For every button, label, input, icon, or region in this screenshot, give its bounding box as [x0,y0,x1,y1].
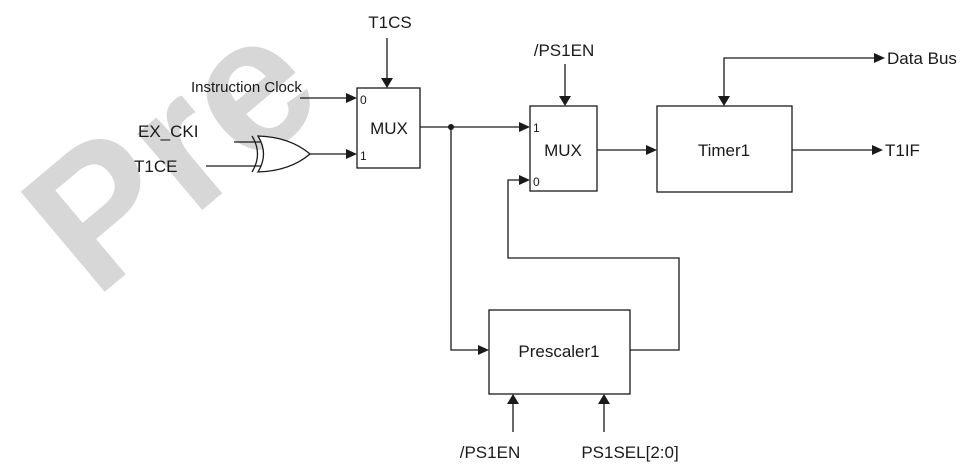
instruction-clock-arrowhead [346,93,357,103]
t1cs-label: T1CS [368,13,411,32]
prescaler-output-arrowhead [519,175,530,185]
data-bus-label: Data Bus [887,49,957,68]
data-bus-down-arrowhead [718,96,730,106]
ps1en-top-arrowhead [559,96,571,106]
t1cs-arrowhead [381,78,393,88]
data-bus-wire [723,57,876,102]
t1ce-label: T1CE [134,157,177,176]
data-bus-right-arrowhead [874,53,885,63]
xor-output-arrowhead [346,149,357,159]
prescaler-input-arrowhead [478,345,489,355]
mux2-label: MUX [544,141,582,160]
t1if-label: T1IF [885,141,920,160]
timer1-label: Timer1 [698,141,750,160]
mux1-pin1-label: 1 [360,149,367,163]
mux1-block: MUX 0 1 [356,87,421,169]
mux2-pin1-label: 1 [533,121,540,135]
ps1sel-arrowhead [598,394,610,404]
mux2-block: MUX 1 0 [529,105,598,192]
prescaler-input-wire [450,127,480,351]
ps1en-bottom-arrowhead [507,394,519,404]
mux2-pin0-label: 0 [533,175,540,189]
t1if-arrowhead [872,145,883,155]
timer1-block: Timer1 [656,105,793,193]
mux2-output-arrowhead [646,145,657,155]
xor-gate [251,135,312,173]
prescaler1-label: Prescaler1 [518,342,599,361]
ps1en-bottom-label: /PS1EN [460,443,520,462]
mux1-label: MUX [370,119,408,138]
prescaler-output-wire [507,179,680,351]
mux1-output-arrowhead [519,122,530,132]
ex-cki-label: EX_CKI [138,122,198,141]
watermark: Pre [0,0,356,331]
instruction-clock-label: Instruction Clock [191,79,302,96]
ps1en-top-label: /PS1EN [534,41,594,60]
prescaler1-block: Prescaler1 [488,309,631,395]
ps1sel-label: PS1SEL[2:0] [581,443,678,462]
mux1-pin0-label: 0 [360,93,367,107]
